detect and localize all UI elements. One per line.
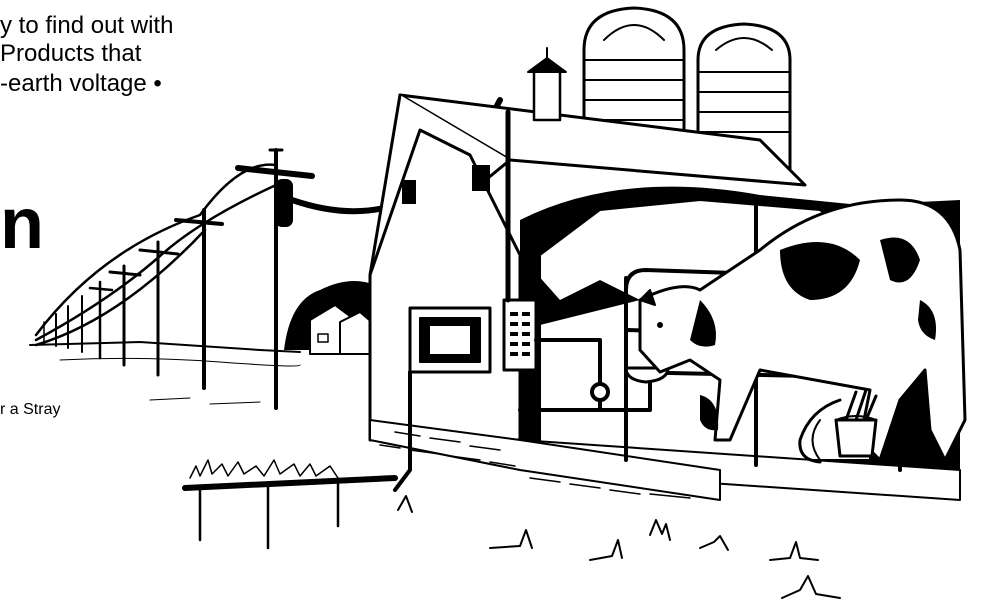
transformer-icon: [276, 180, 292, 226]
field-horizon: [30, 342, 300, 404]
grass-tufts: [398, 496, 840, 598]
farmhouse-trees: [284, 281, 378, 354]
utility-poles: [44, 150, 312, 408]
ground-rod: [185, 460, 395, 548]
valve-icon: [592, 384, 608, 400]
